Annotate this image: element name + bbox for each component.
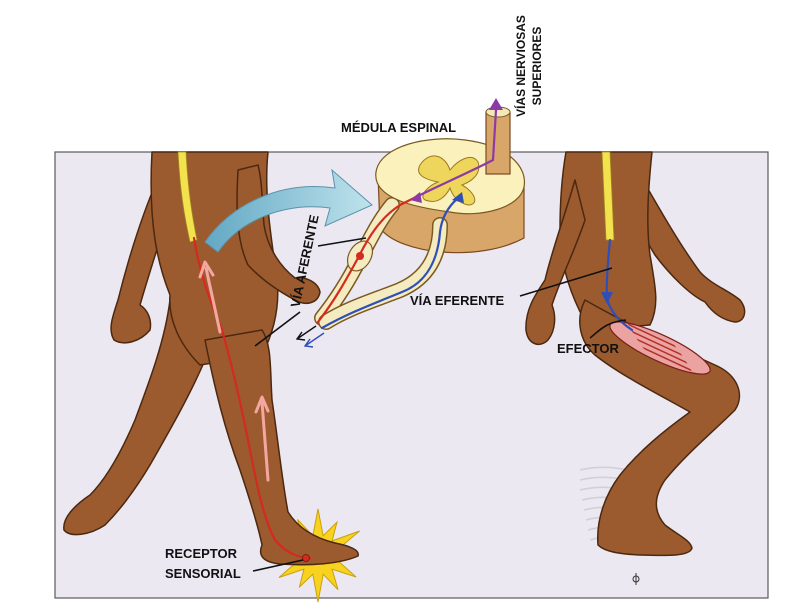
label-receptor-line1: RECEPTOR	[165, 546, 238, 561]
label-efector: EFECTOR	[557, 341, 619, 356]
label-receptor-line2: SENSORIAL	[165, 566, 241, 581]
ascending-tract-tube	[486, 112, 510, 174]
label-vias-nerviosas-line1: VÍAS NERVIOSAS	[513, 15, 528, 117]
receptor-dot	[303, 555, 310, 562]
sensory-neuron-body	[356, 252, 364, 260]
ascending-arrowhead	[489, 98, 503, 110]
label-vias-nerviosas-line2: SUPERIORES	[530, 27, 544, 106]
label-medula-espinal: MÉDULA ESPINAL	[341, 120, 456, 135]
label-via-eferente: VÍA EFERENTE	[410, 293, 504, 308]
